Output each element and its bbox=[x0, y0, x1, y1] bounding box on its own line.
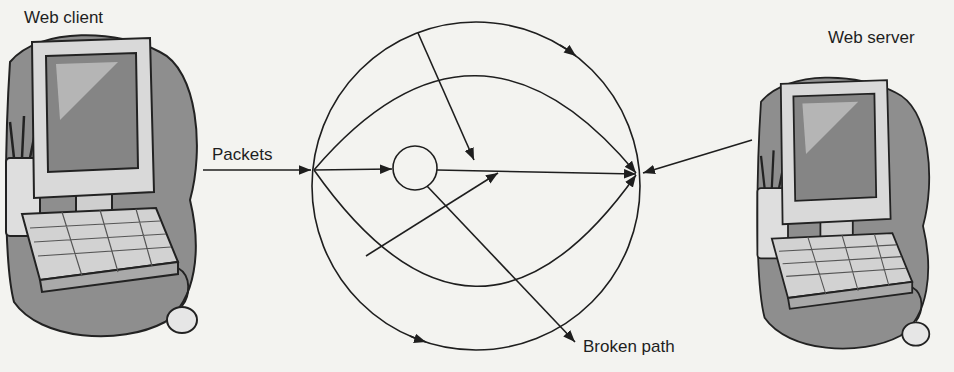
route-arc bbox=[314, 76, 636, 173]
server-arrow bbox=[643, 140, 752, 173]
router-node bbox=[393, 146, 437, 190]
server-heading: Web server bbox=[828, 28, 915, 48]
route-line bbox=[366, 173, 498, 256]
packets-label: Packets bbox=[212, 145, 272, 165]
computer-node: Web client bbox=[22, 6, 106, 30]
leader-line bbox=[427, 186, 575, 342]
computer-node: Web server bbox=[826, 26, 917, 50]
route-line bbox=[437, 170, 636, 174]
circle-arrow bbox=[560, 45, 576, 56]
client-computer bbox=[6, 35, 197, 336]
network-cloud-circle bbox=[312, 22, 640, 350]
network-paths bbox=[203, 22, 752, 350]
packets-arrow bbox=[203, 169, 311, 171]
route-line bbox=[418, 33, 474, 160]
route-line bbox=[314, 169, 392, 170]
route-arc bbox=[314, 170, 636, 286]
circle-arrow bbox=[410, 336, 426, 342]
server-computer bbox=[757, 78, 929, 349]
broken-path-label: Broken path bbox=[583, 337, 675, 357]
client-heading: Web client bbox=[24, 8, 104, 28]
